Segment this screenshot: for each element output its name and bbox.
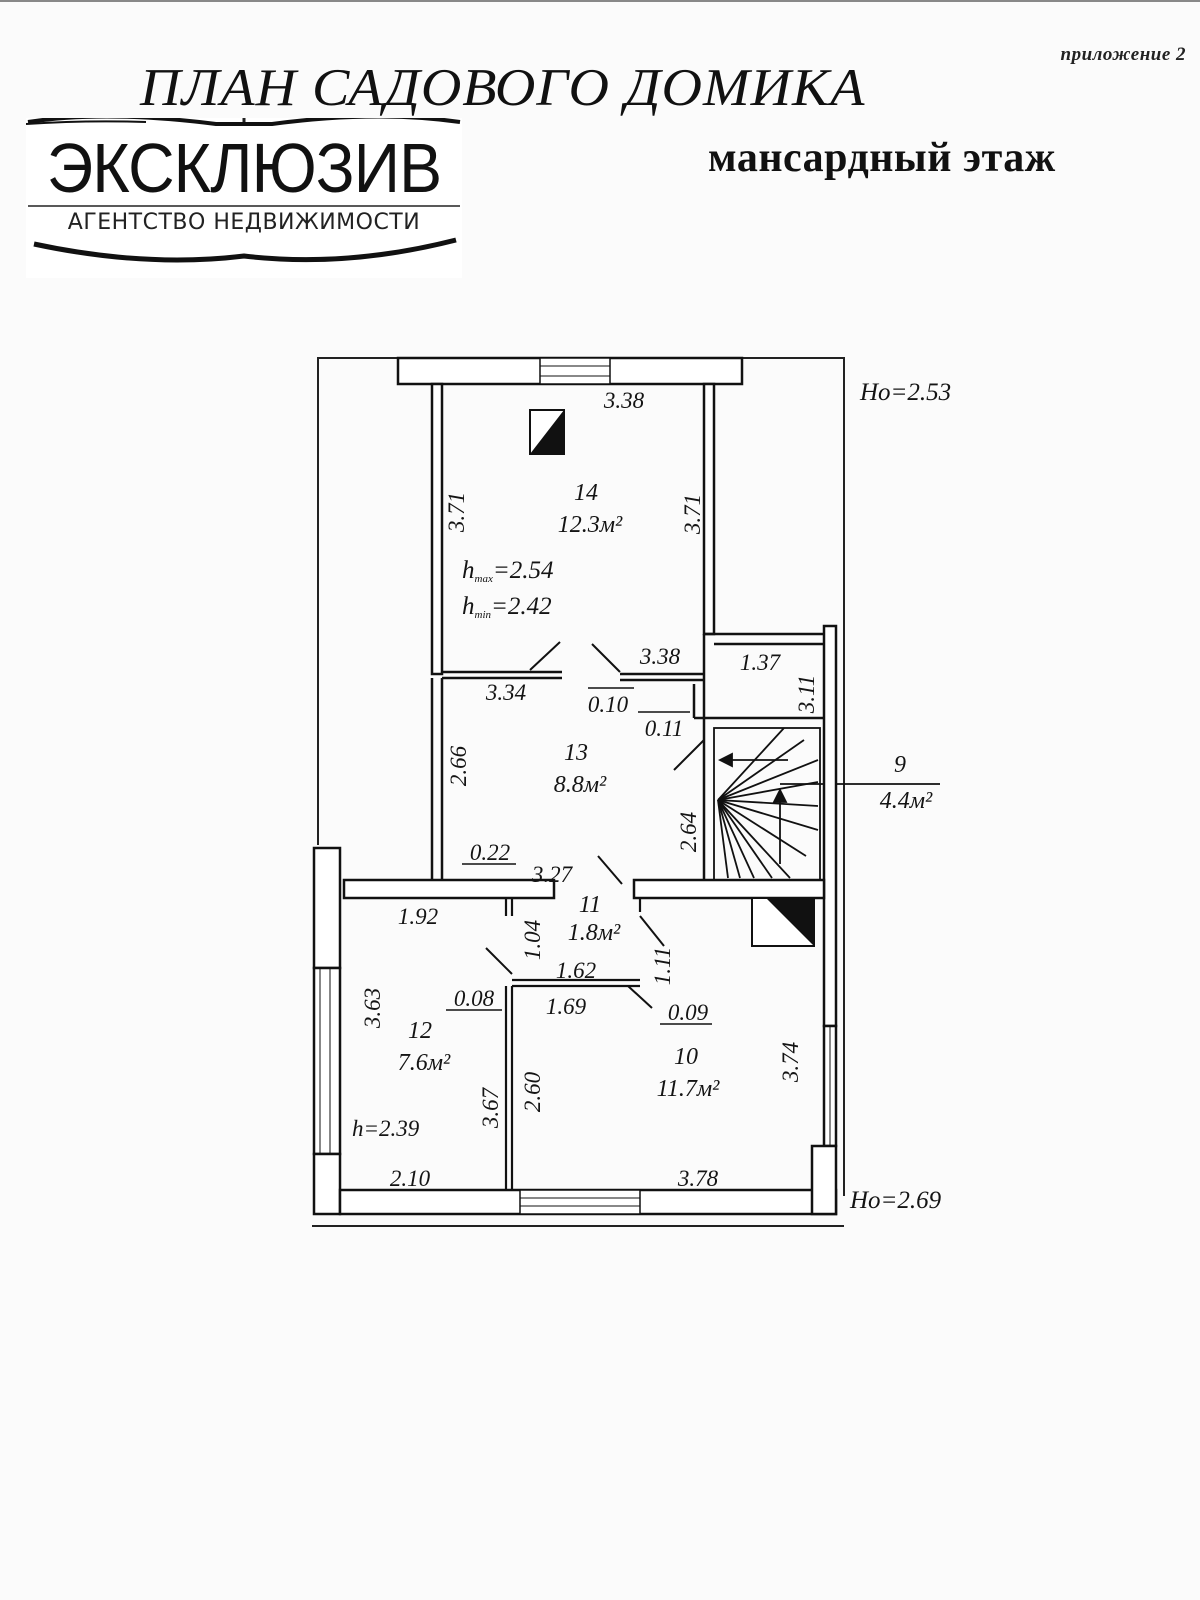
dimensions-horizontal: 3.38 3.38 3.34 0.10 0.11 1.37 0.22 3.27 … [390, 388, 782, 1191]
room-number: 11 [579, 892, 601, 918]
dimension: 3.67 [478, 1086, 503, 1129]
room-area: 4.4м² [880, 788, 933, 814]
hmax-label: hmax=2.54 [462, 557, 553, 585]
dimension: 2.60 [520, 1071, 545, 1112]
dimension: 3.34 [485, 680, 526, 705]
stair [713, 727, 940, 881]
dimension: 1.04 [520, 920, 545, 960]
room-number: 14 [574, 480, 598, 506]
dimension: 1.92 [398, 904, 438, 929]
dimension: 2.66 [446, 745, 471, 786]
agency-logo: ЭКСКЛЮЗИВ АГЕНТСТВО НЕДВИЖИМОСТИ [26, 118, 462, 278]
dimension: 3.71 [444, 492, 469, 533]
room-number: 9 [894, 752, 906, 778]
room-number: 10 [674, 1044, 698, 1070]
appendix-label: приложение 2 [1060, 44, 1186, 65]
dimension: 3.11 [794, 675, 819, 715]
dimension: 0.09 [668, 1000, 709, 1025]
dimension: 0.11 [645, 716, 684, 741]
east-wall [822, 624, 838, 1148]
room-height: h=2.39 [352, 1116, 420, 1141]
chimney-symbol [529, 409, 565, 455]
logo-decoration [26, 118, 461, 263]
dimension: 3.38 [639, 644, 681, 669]
window-bottom [519, 1189, 641, 1215]
room-13-walls [430, 678, 824, 880]
dimension: 0.10 [588, 692, 629, 717]
hmin-label: hmin=2.42 [462, 593, 552, 621]
window-top [539, 357, 611, 385]
dimension: 3.27 [531, 862, 574, 887]
dimension: 0.22 [470, 840, 510, 865]
dimensions-vertical: 3.71 3.71 3.11 2.66 2.64 1.04 1.11 3.63 … [360, 492, 819, 1129]
dimension: 3.78 [677, 1166, 719, 1191]
west-wall [312, 846, 342, 1216]
dimension: 0.08 [454, 986, 495, 1011]
floor-subtitle: мансардный этаж [708, 135, 1056, 181]
dimension: 1.62 [556, 958, 596, 983]
height-top: Ho=2.53 [859, 379, 951, 406]
plan-title: ПЛАН САДОВОГО ДОМИКА [140, 58, 866, 118]
middle-wall [342, 878, 826, 900]
room-area: 8.8м² [554, 772, 607, 798]
room-number: 13 [564, 740, 588, 766]
room-area: 11.7м² [657, 1076, 721, 1102]
room-12-10-wall [504, 898, 642, 1190]
room-number: 12 [408, 1018, 432, 1044]
top-wall [396, 356, 744, 386]
chimney-symbol-2 [751, 897, 815, 947]
dimension: 2.10 [390, 1166, 431, 1191]
dimension-underlines [446, 687, 712, 1025]
room-area: 7.6м² [398, 1050, 451, 1076]
room-14-walls [430, 382, 824, 718]
logo-name: ЭКСКЛЮЗИВ [46, 129, 442, 207]
dimension: 3.74 [778, 1042, 803, 1083]
bottom-wall [338, 1144, 838, 1216]
height-bottom: Ho=2.69 [849, 1187, 942, 1214]
room-area: 1.8м² [568, 920, 621, 946]
dimension: 1.11 [650, 947, 675, 986]
door-swings [485, 641, 705, 1009]
logo-tagline: АГЕНТСТВО НЕДВИЖИМОСТИ [67, 210, 421, 235]
scan-edge [0, 0, 1200, 10]
room-area: 12.3м² [558, 512, 623, 538]
dimension: 3.71 [680, 494, 705, 535]
dimension: 1.69 [546, 994, 587, 1019]
dimension: 3.38 [603, 388, 645, 413]
dimension: 2.64 [676, 812, 701, 852]
dimension: 3.63 [360, 988, 385, 1029]
dimension: 1.37 [740, 650, 782, 675]
